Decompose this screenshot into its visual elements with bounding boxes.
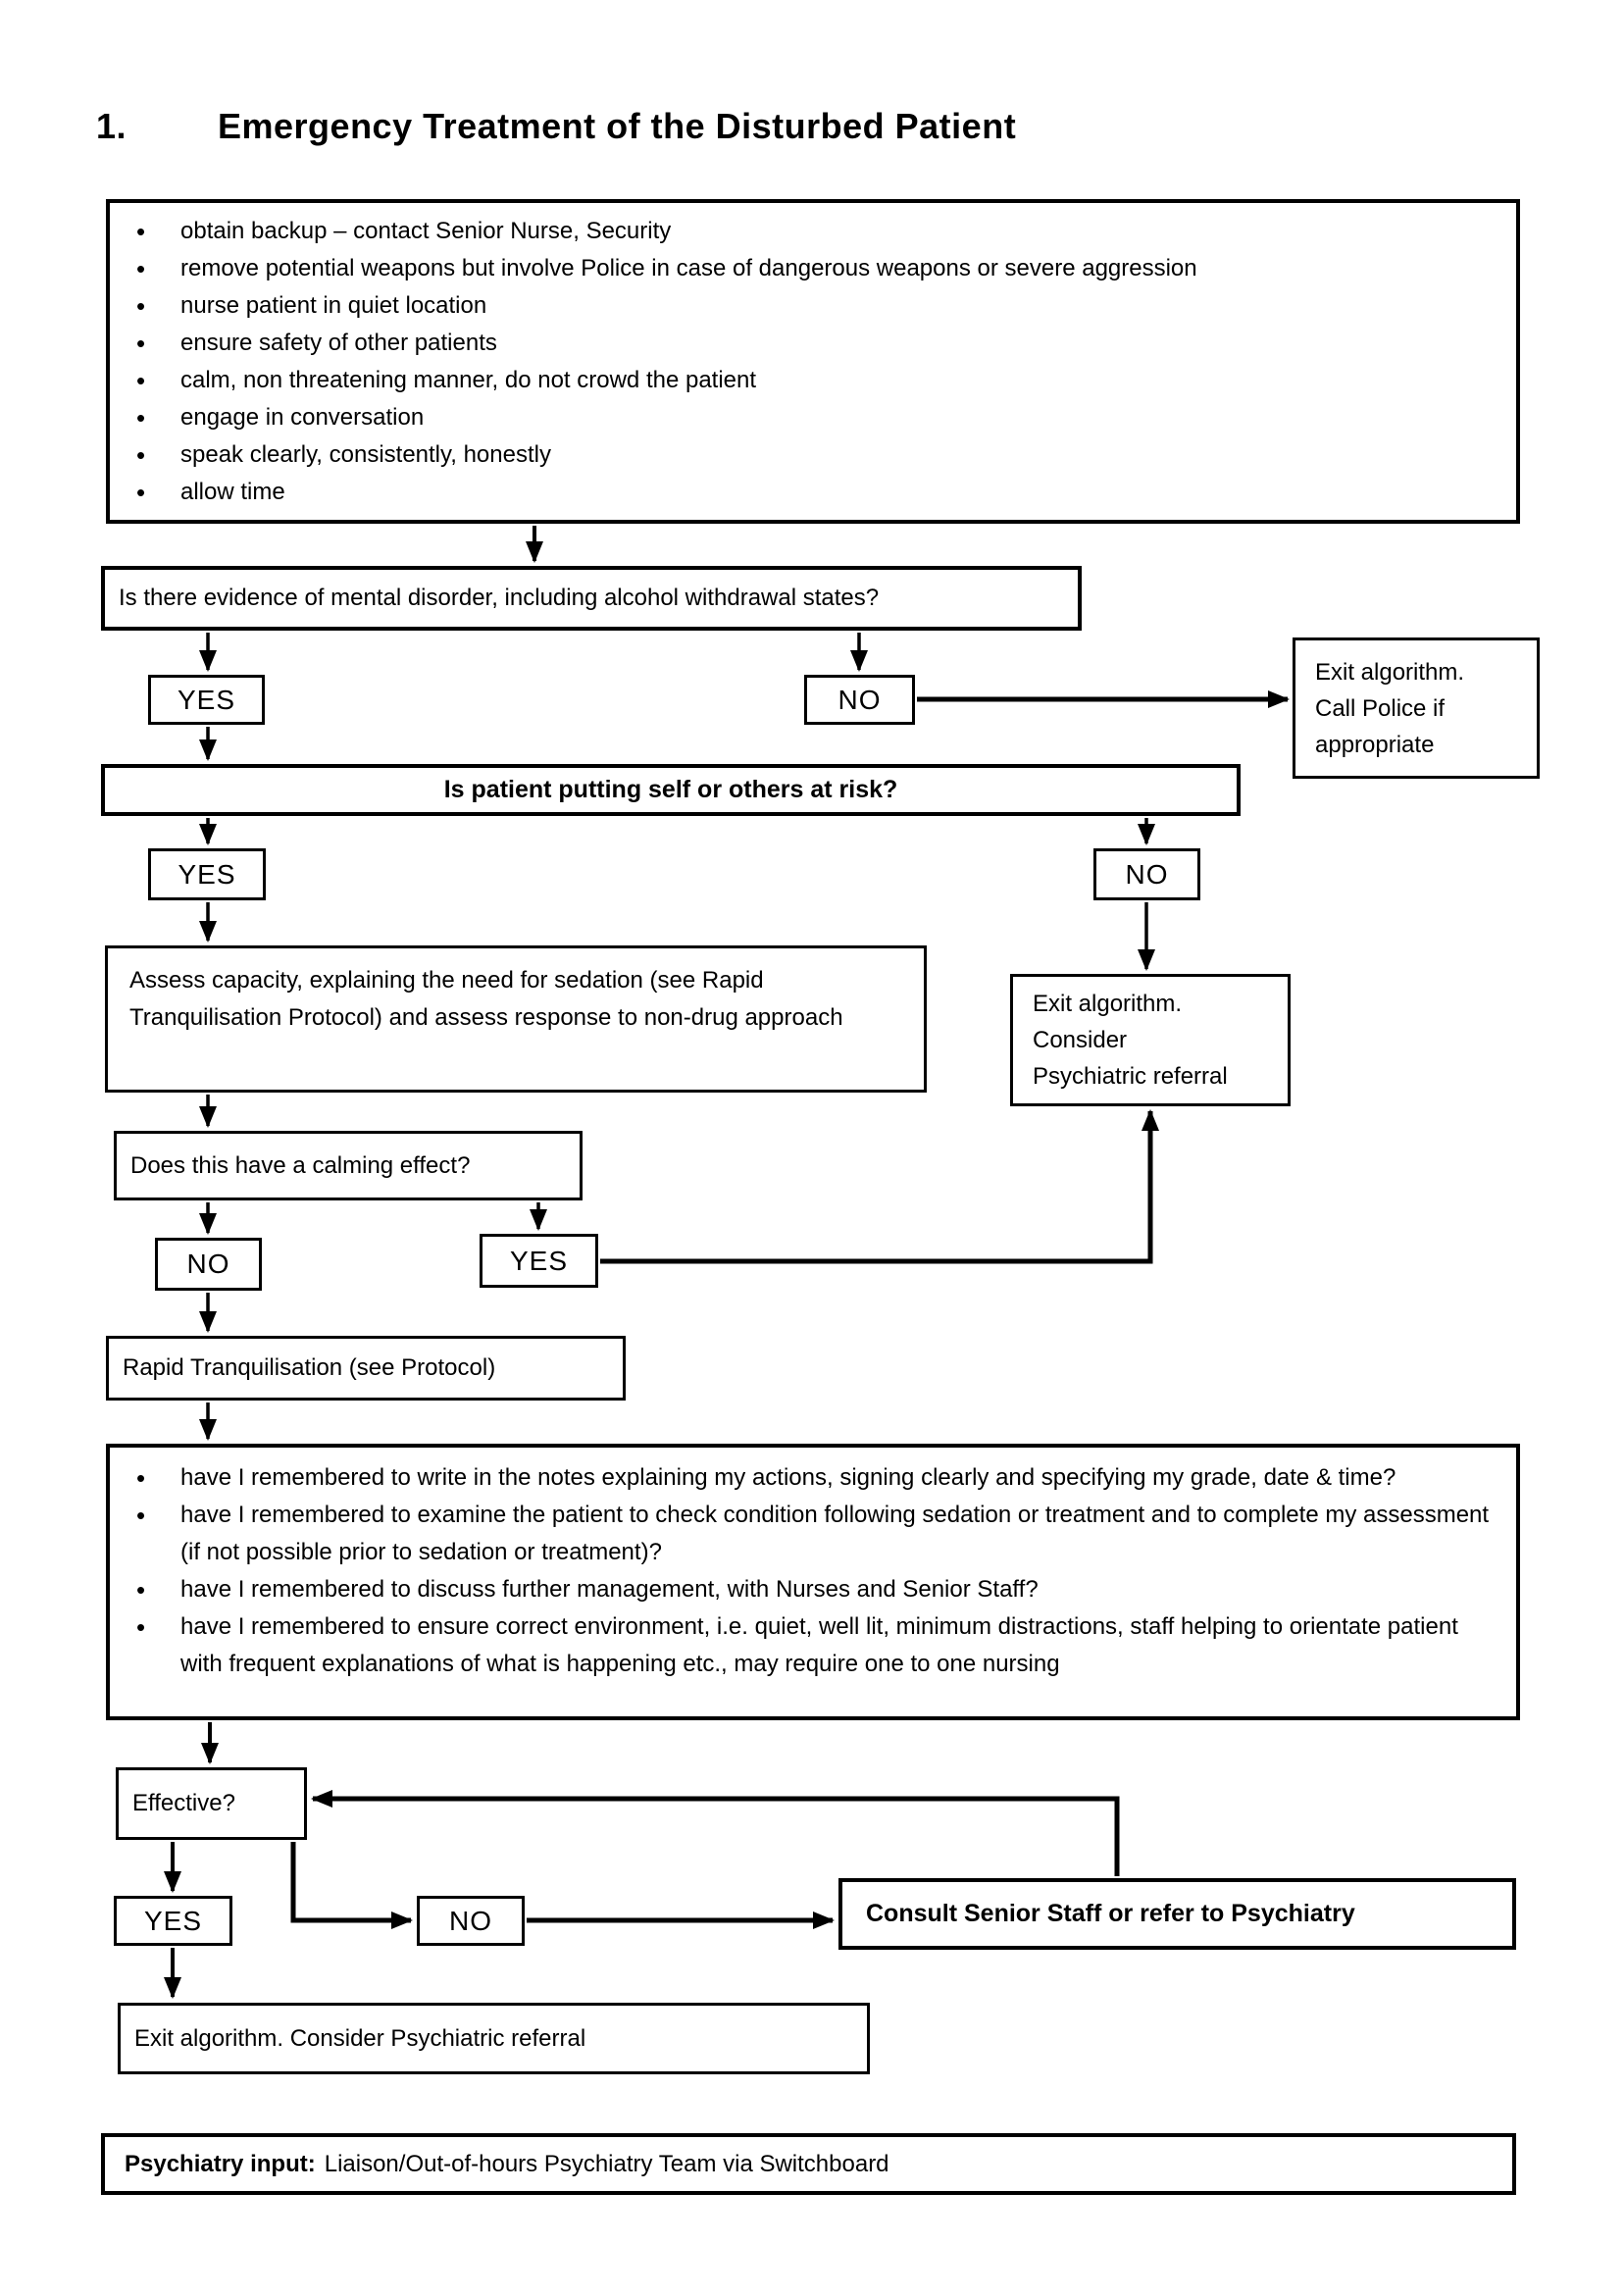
text-line: Call Police if [1315,694,1446,722]
assess-capacity-text: Assess capacity, explaining the need for… [129,967,843,1031]
bullet-item: allow time [136,474,1497,511]
decision-no-mental-disorder: NO [804,675,915,725]
checklist-box: have I remembered to write in the notes … [106,1444,1520,1720]
initial-actions-list: obtain backup – contact Senior Nurse, Se… [110,213,1497,511]
question-risk: Is patient putting self or others at ris… [101,764,1241,816]
decision-yes-risk: YES [148,848,266,900]
checklist-list: have I remembered to write in the notes … [110,1459,1497,1683]
question-effective-text: Effective? [132,1790,235,1816]
text-line: Consider [1033,1027,1128,1053]
question-effective: Effective? [116,1767,307,1840]
page-title-text: Emergency Treatment of the Disturbed Pat… [218,106,1017,146]
rapid-tranquilisation-box: Rapid Tranquilisation (see Protocol) [106,1336,626,1401]
bullet-item: nurse patient in quiet location [136,287,1497,325]
question-calming-effect: Does this have a calming effect? [114,1131,583,1200]
initial-actions-box: obtain backup – contact Senior Nurse, Se… [106,199,1520,524]
text-line: Exit algorithm. [1315,658,1465,686]
exit-consider-referral-text: Exit algorithm. Consider Psychiatric ref… [134,2024,586,2052]
question-calming-effect-text: Does this have a calming effect? [130,1151,471,1179]
exit-consider-referral-box: Exit algorithm. Consider Psychiatric ref… [118,2003,870,2074]
bullet-item: have I remembered to ensure correct envi… [136,1608,1497,1683]
question-mental-disorder: Is there evidence of mental disorder, in… [101,566,1082,631]
bullet-item: have I remembered to discuss further man… [136,1571,1497,1608]
decision-yes-calming: YES [480,1234,598,1288]
connector-lines [164,526,1290,1999]
psychiatry-input-box: Psychiatry input: Liaison/Out-of-hours P… [101,2133,1516,2195]
question-risk-text: Is patient putting self or others at ris… [443,776,898,803]
bullet-item: have I remembered to write in the notes … [136,1459,1497,1497]
bullet-item: calm, non threatening manner, do not cro… [136,362,1497,399]
section-number: 1. [96,106,127,146]
text-line: Exit algorithm. [1033,991,1183,1017]
decision-yes-mental-disorder: YES [148,675,265,725]
text-line: appropriate [1315,731,1435,758]
bullet-item: have I remembered to examine the patient… [136,1497,1497,1571]
question-mental-disorder-text: Is there evidence of mental disorder, in… [119,585,880,611]
page-title: 1. Emergency Treatment of the Disturbed P… [96,106,1016,147]
psychiatry-input-label: Psychiatry input: [125,2150,316,2177]
consult-senior-staff-box: Consult Senior Staff or refer to Psychia… [838,1878,1516,1950]
psychiatry-input-text: Liaison/Out-of-hours Psychiatry Team via… [324,2150,889,2177]
bullet-item: engage in conversation [136,399,1497,436]
decision-no-risk: NO [1093,848,1200,900]
decision-no-calming: NO [155,1238,262,1291]
text-line: Psychiatric referral [1033,1063,1228,1090]
bullet-item: ensure safety of other patients [136,325,1497,362]
exit-call-police-box: Exit algorithm. Call Police if appropriate [1293,637,1540,779]
decision-no-effective: NO [417,1896,525,1946]
rapid-tranquilisation-text: Rapid Tranquilisation (see Protocol) [123,1354,496,1381]
decision-yes-effective: YES [114,1896,232,1946]
bullet-item: remove potential weapons but involve Pol… [136,250,1497,287]
bullet-item: obtain backup – contact Senior Nurse, Se… [136,213,1497,250]
bullet-item: speak clearly, consistently, honestly [136,436,1497,474]
assess-capacity-box: Assess capacity, explaining the need for… [105,945,927,1093]
consult-senior-staff-text: Consult Senior Staff or refer to Psychia… [866,1900,1355,1927]
